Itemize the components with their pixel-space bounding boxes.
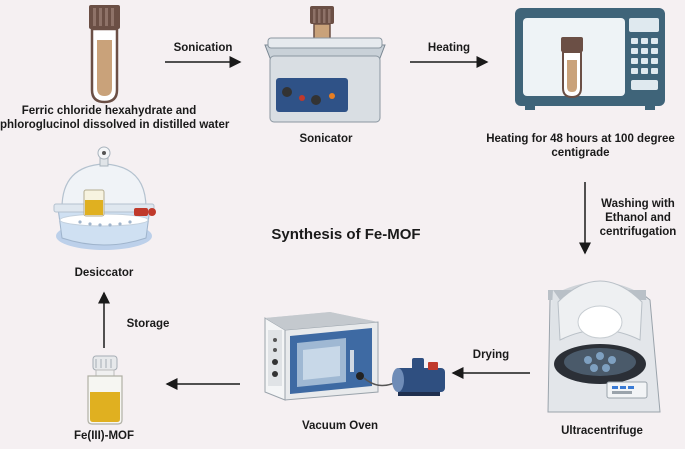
start-caption: Ferric chloride hexahydrate and phlorogl… (0, 104, 230, 132)
washing-label: Washing with Ethanol and centrifugation (594, 197, 682, 239)
start-caption-line1: Ferric chloride hexahydrate and (21, 105, 197, 117)
desiccator-caption: Desiccator (74, 267, 134, 279)
page-title: Synthesis of Fe-MOF (271, 226, 421, 243)
centrifuge-icon (547, 280, 661, 413)
oven-caption: Vacuum Oven (301, 420, 379, 432)
washing-label-line2: Ethanol and (605, 212, 671, 224)
microwave-caption: Heating for 48 hours at 100 degree centi… (478, 132, 683, 160)
vial-icon (87, 355, 123, 425)
start-caption-line2: phloroglucinol dissolved in distilled wa… (0, 119, 230, 131)
storage-label: Storage (126, 318, 170, 330)
microwave-icon (515, 8, 665, 110)
sonication-label: Sonication (173, 42, 233, 54)
vacuum-oven-icon (264, 312, 379, 401)
washing-label-line1: Washing with (601, 198, 675, 210)
centrifuge-caption: Ultracentrifuge (561, 425, 643, 437)
vacuum-pump-icon (363, 358, 445, 396)
sonicator-icon (264, 6, 386, 123)
product-caption: Fe(III)-MOF (73, 430, 135, 442)
microwave-caption-line2: centigrade (551, 147, 610, 159)
microwave-caption-line1: Heating for 48 hours at 100 degree (486, 133, 675, 145)
sonicator-caption: Sonicator (299, 133, 353, 145)
washing-label-line3: centrifugation (599, 226, 677, 238)
test-tube-icon (89, 5, 120, 104)
desiccator-icon (53, 146, 156, 250)
heating-label: Heating (427, 42, 471, 54)
drying-label: Drying (472, 349, 510, 361)
